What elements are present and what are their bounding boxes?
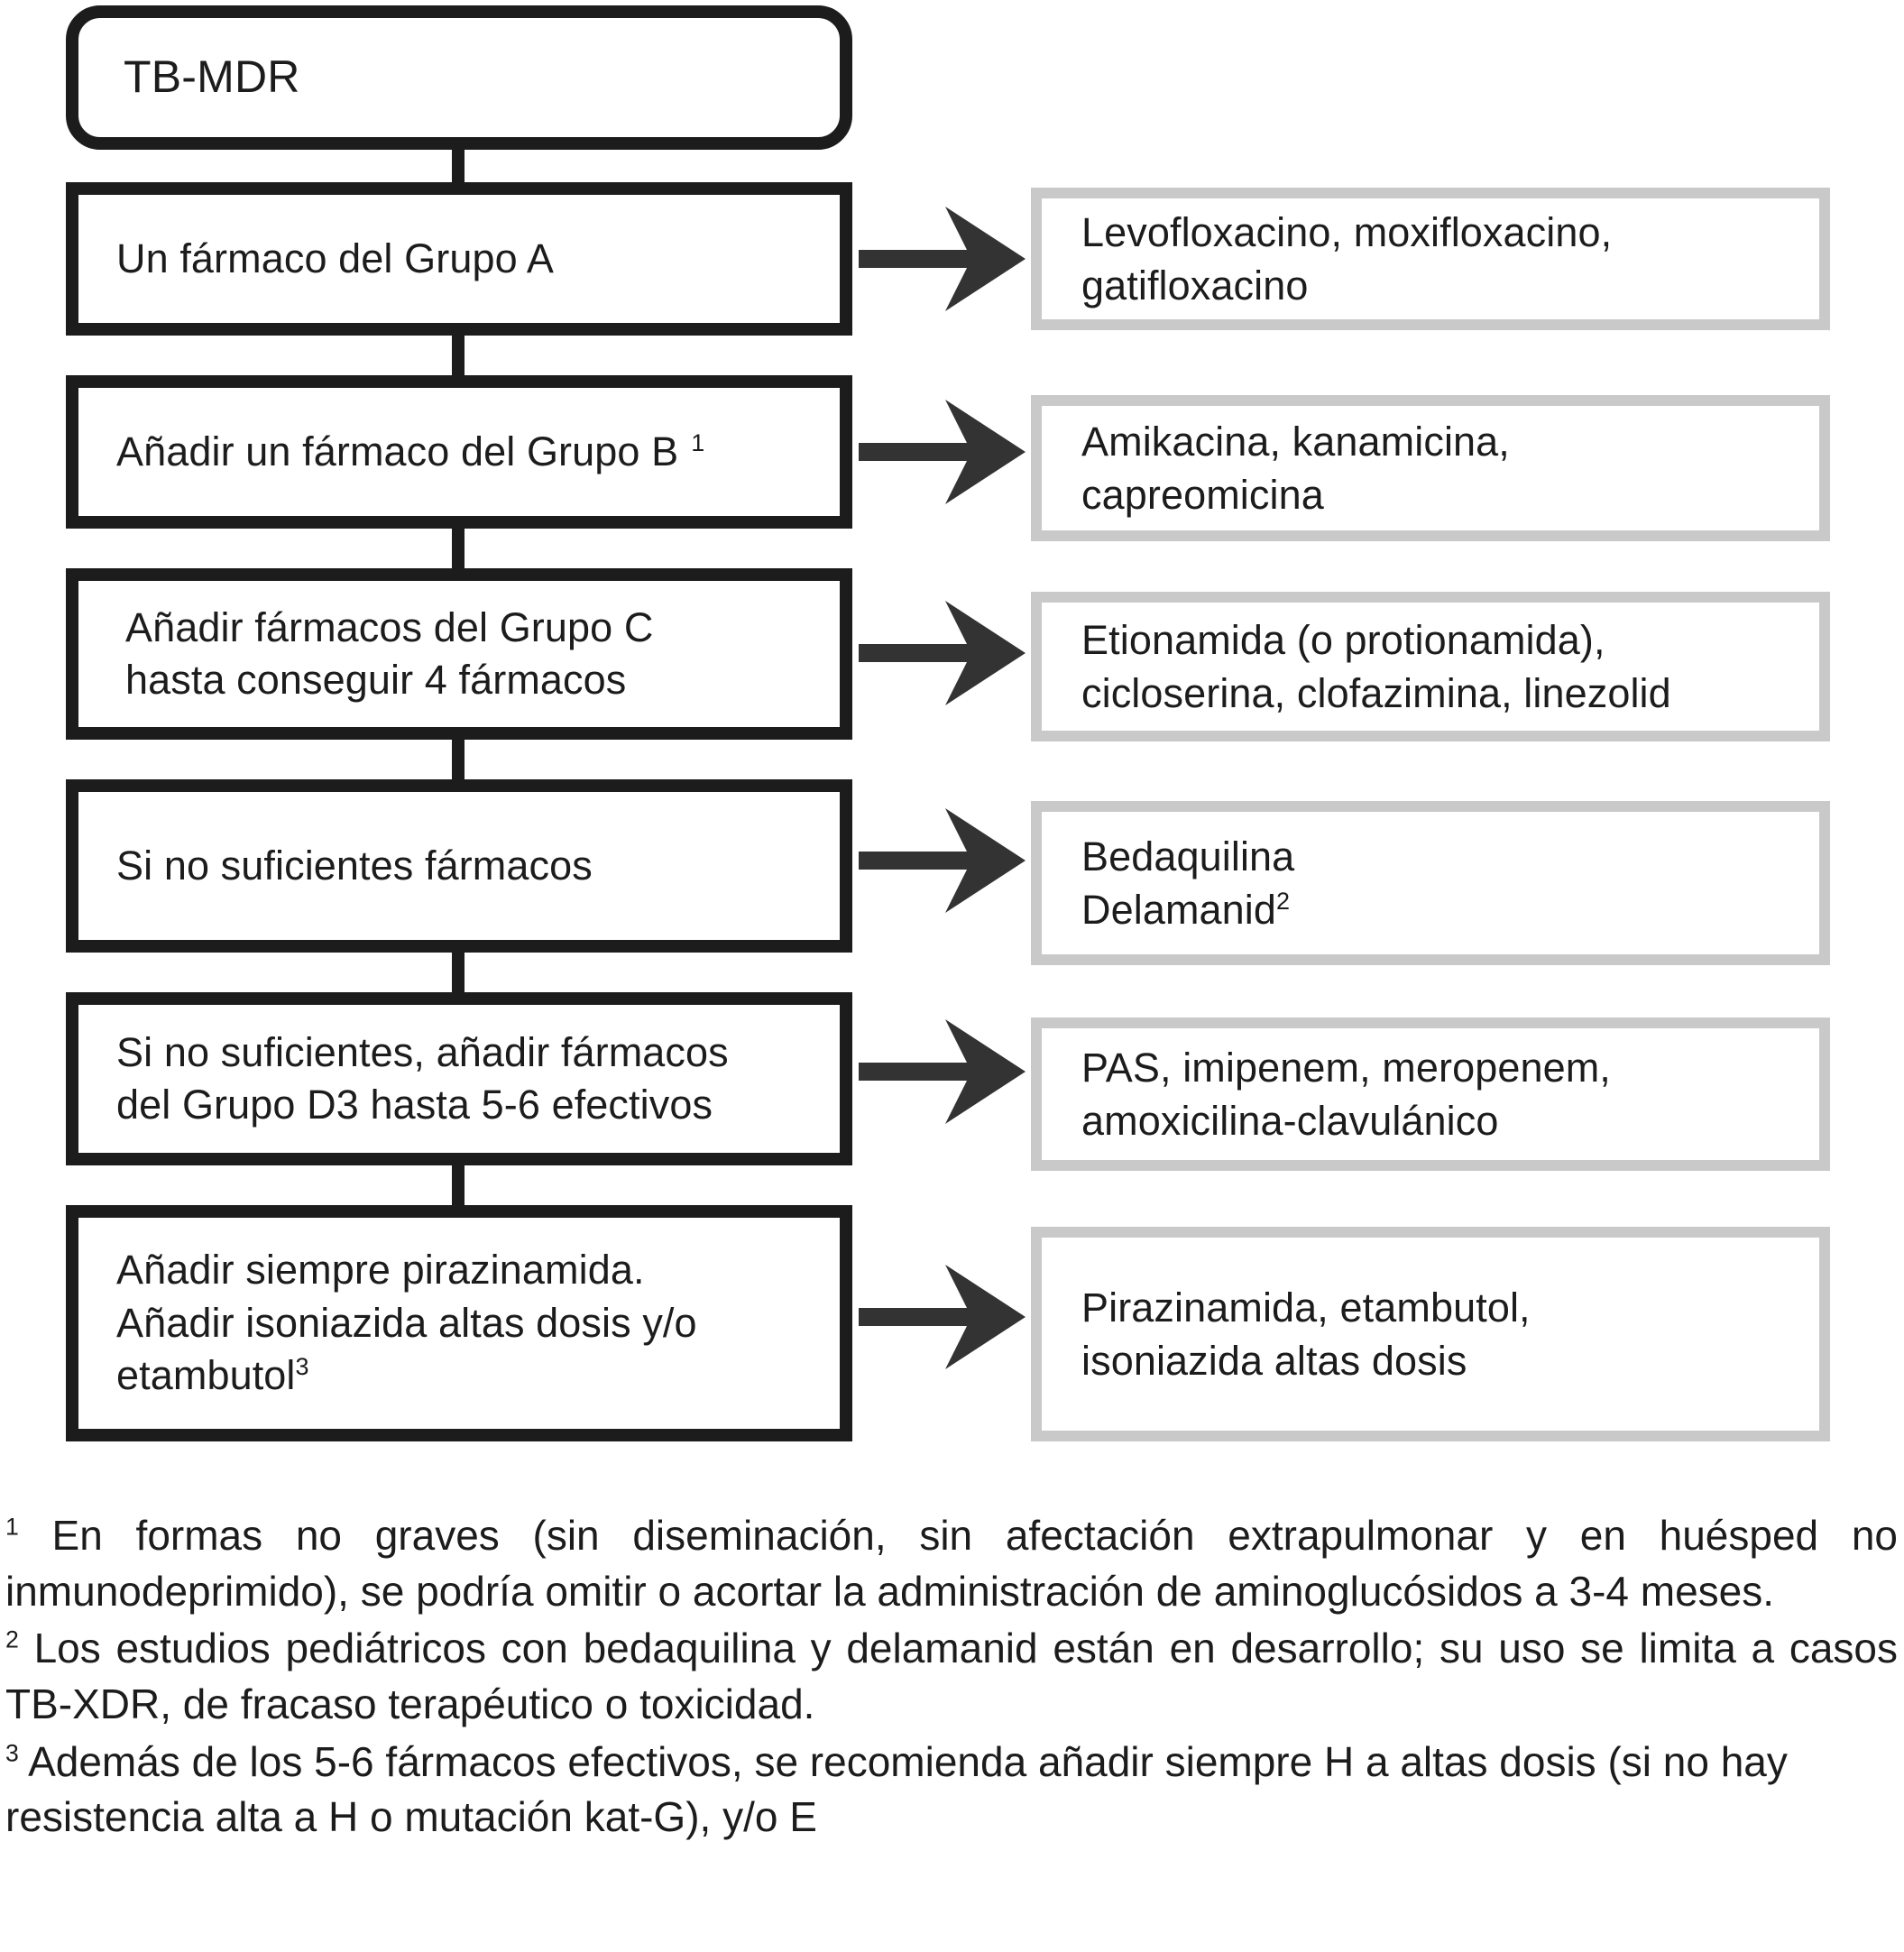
arrow-icon-pirazinamida <box>859 1263 1034 1371</box>
drug-box-group-c: Etionamida (o protionamida),cicloserina,… <box>1031 592 1830 741</box>
step-box-insufficient: Si no suficientes fármacos <box>66 779 852 953</box>
drug-label-group-a: Levofloxacino, moxifloxacino,gatifloxaci… <box>1081 208 1613 308</box>
drug-label-group-d3: PAS, imipenem, meropenem,amoxicilina-cla… <box>1081 1044 1611 1144</box>
connector-step-4-to-step-5 <box>452 951 465 994</box>
connector-step-3-to-step-4 <box>452 738 465 781</box>
step-box-group-a: Un fármaco del Grupo A <box>66 182 852 336</box>
connector-start-to-step-1 <box>452 148 465 184</box>
arrow-icon-group-c <box>859 599 1034 707</box>
footnotes-section: 1 En formas no graves (sin diseminación,… <box>5 1508 1898 1847</box>
superscript-marker: 2 <box>1276 888 1291 915</box>
footnote-marker: 3 <box>5 1739 19 1767</box>
footnote-3: 3 Además de los 5-6 fármacos efectivos, … <box>5 1737 1788 1841</box>
start-node-tb-mdr: TB-MDR <box>66 5 852 150</box>
superscript-marker: 1 <box>691 428 705 456</box>
connector-step-2-to-step-3 <box>452 527 465 570</box>
arrow-icon-group-d3 <box>859 1017 1034 1126</box>
superscript-marker: 3 <box>295 1353 309 1381</box>
drug-box-group-b: Amikacina, kanamicina,capreomicina <box>1031 395 1830 541</box>
step-label-group-a: Un fármaco del Grupo A <box>116 235 554 281</box>
drug-label-group-b: Amikacina, kanamicina,capreomicina <box>1081 418 1510 518</box>
step-label-pirazinamida: Añadir siempre pirazinamida.Añadir isoni… <box>116 1247 697 1399</box>
footnote-marker: 1 <box>5 1513 19 1541</box>
footnote-1: 1 En formas no graves (sin diseminación,… <box>5 1512 1898 1615</box>
arrow-icon-group-b <box>859 398 1034 506</box>
step-label-insufficient: Si no suficientes fármacos <box>116 842 593 889</box>
drug-box-group-d3: PAS, imipenem, meropenem,amoxicilina-cla… <box>1031 1017 1830 1171</box>
connector-step-5-to-step-6 <box>452 1164 465 1207</box>
start-node-label: TB-MDR <box>124 51 300 103</box>
footnote-2: 2 Los estudios pediátricos con bedaquili… <box>5 1625 1898 1727</box>
connector-step-1-to-step-2 <box>452 334 465 377</box>
drug-box-pirazinamida: Pirazinamida, etambutol,isoniazida altas… <box>1031 1227 1830 1441</box>
footnote-marker: 2 <box>5 1625 19 1653</box>
drug-label-group-c: Etionamida (o protionamida),cicloserina,… <box>1081 616 1671 716</box>
step-box-pirazinamida: Añadir siempre pirazinamida.Añadir isoni… <box>66 1205 852 1441</box>
drug-box-group-a: Levofloxacino, moxifloxacino,gatifloxaci… <box>1031 188 1830 330</box>
arrow-icon-group-a <box>859 205 1034 313</box>
drug-label-pirazinamida: Pirazinamida, etambutol,isoniazida altas… <box>1081 1284 1531 1384</box>
arrow-icon-insufficient <box>859 806 1034 915</box>
